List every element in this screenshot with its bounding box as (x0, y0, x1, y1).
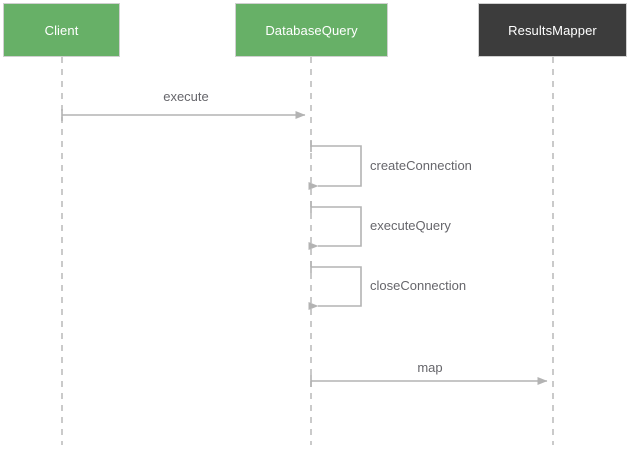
participant-label-client: Client (44, 22, 79, 38)
message-arrow-execute-query (308, 201, 362, 250)
message-label-execute-query: executeQuery (370, 218, 451, 233)
participant-label-results-mapper: ResultsMapper (508, 22, 597, 38)
participant-label-database-query: DatabaseQuery (265, 22, 358, 38)
create-connection-loop-path (308, 145, 362, 190)
participant-box-database-query[interactable]: DatabaseQuery (235, 3, 388, 57)
message-label-map: map (417, 360, 443, 375)
message-label-close-connection: closeConnection (370, 278, 467, 293)
message-arrow-execute (61, 109, 306, 121)
lifelines (61, 57, 554, 445)
participant-box-client[interactable]: Client (3, 3, 120, 57)
message-arrow-close-connection (308, 261, 362, 310)
execute-query-loop-path (308, 206, 362, 250)
close-connection-loop-path (308, 266, 362, 310)
message-label-create-connection: createConnection (370, 158, 472, 173)
message-arrow-map (310, 375, 548, 387)
participant-box-results-mapper[interactable]: ResultsMapper (478, 3, 627, 57)
message-label-execute: execute (163, 89, 209, 104)
message-arrow-create-connection (308, 140, 362, 190)
